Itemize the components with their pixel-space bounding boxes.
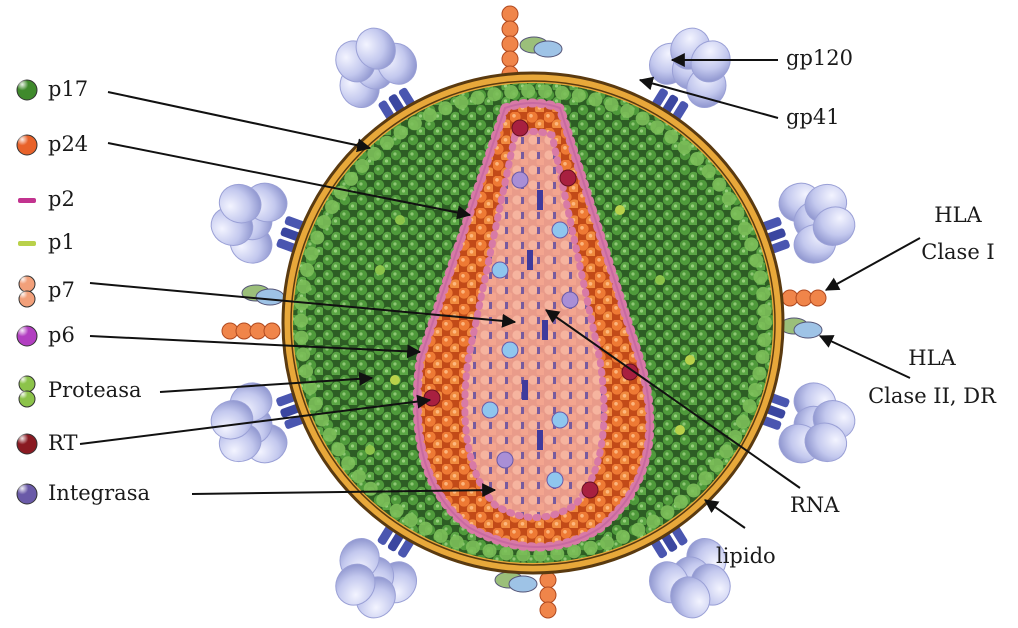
hla-class2-protein-4 bbox=[495, 572, 537, 592]
legend-label-p2: p2 bbox=[48, 189, 75, 210]
dark-red-bead-icon bbox=[16, 433, 37, 454]
yellow-green-dash-icon bbox=[18, 241, 36, 246]
salmon-double-bead-icon bbox=[18, 275, 35, 307]
light-green-double-bead-icon bbox=[18, 375, 35, 407]
orange-bead-icon bbox=[16, 134, 37, 155]
hla-class2-protein-3 bbox=[520, 37, 562, 57]
legend-label-p17: p17 bbox=[48, 79, 88, 100]
legend-label-p24: p24 bbox=[48, 134, 88, 155]
hla-top-chain bbox=[502, 6, 518, 82]
label-hla-class1-line1: HLA bbox=[910, 205, 1006, 226]
legend-label-p7: p7 bbox=[48, 280, 75, 301]
label-rna: RNA bbox=[790, 495, 839, 516]
hla-class1-protein bbox=[782, 290, 826, 306]
label-hla-class2-line2: Clase II, DR bbox=[852, 386, 1012, 407]
legend-label-integrasa: Integrasa bbox=[48, 483, 150, 504]
violet-bead-icon bbox=[16, 483, 37, 504]
legend-label-p6: p6 bbox=[48, 325, 75, 346]
label-hla-class1-line2: Clase I bbox=[910, 242, 1006, 263]
label-gp41: gp41 bbox=[786, 107, 840, 128]
legend-label-rt: RT bbox=[48, 433, 77, 454]
magenta-dash-icon bbox=[18, 198, 36, 203]
legend-label-proteasa: Proteasa bbox=[48, 380, 142, 401]
label-lipido: lipido bbox=[716, 546, 776, 567]
purple-bead-icon bbox=[16, 325, 37, 346]
legend-label-p1: p1 bbox=[48, 232, 75, 253]
label-hla-class2-line1: HLA bbox=[852, 348, 1012, 369]
hla-class2-protein-2 bbox=[242, 285, 284, 305]
hla-left-chain bbox=[222, 323, 280, 339]
green-bead-icon bbox=[16, 79, 37, 100]
label-gp120: gp120 bbox=[786, 48, 853, 69]
hla-class2-protein-1 bbox=[780, 318, 822, 338]
hla-bottom-chain bbox=[540, 572, 556, 618]
